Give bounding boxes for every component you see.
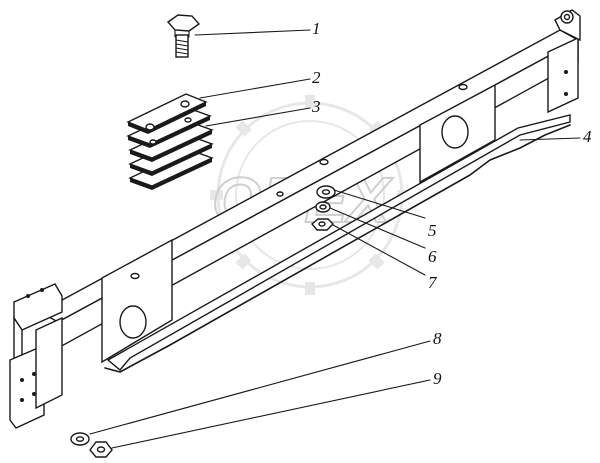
callout-6: 6 (428, 247, 437, 266)
nut-part-9 (89, 441, 113, 458)
watermark-gear-icon (210, 95, 410, 295)
callout-5: 5 (428, 221, 437, 240)
callout-8: 8 (433, 329, 442, 348)
leader-lines (89, 29, 581, 449)
shim-plates-part-2-3 (126, 93, 214, 190)
washer-part-5 (316, 185, 336, 199)
callout-1: 1 (312, 19, 321, 38)
callout-2: 2 (312, 68, 321, 87)
left-end-bracket (9, 283, 63, 429)
bolt-part-1 (166, 14, 201, 58)
right-end-bracket (554, 9, 581, 96)
callout-3: 3 (311, 97, 321, 116)
lock-washer-part-6 (315, 201, 331, 213)
callout-9: 9 (433, 369, 442, 388)
callout-7: 7 (428, 273, 438, 292)
callout-4: 4 (583, 127, 592, 146)
nut-part-7 (311, 218, 334, 231)
washer-part-8 (70, 432, 90, 446)
